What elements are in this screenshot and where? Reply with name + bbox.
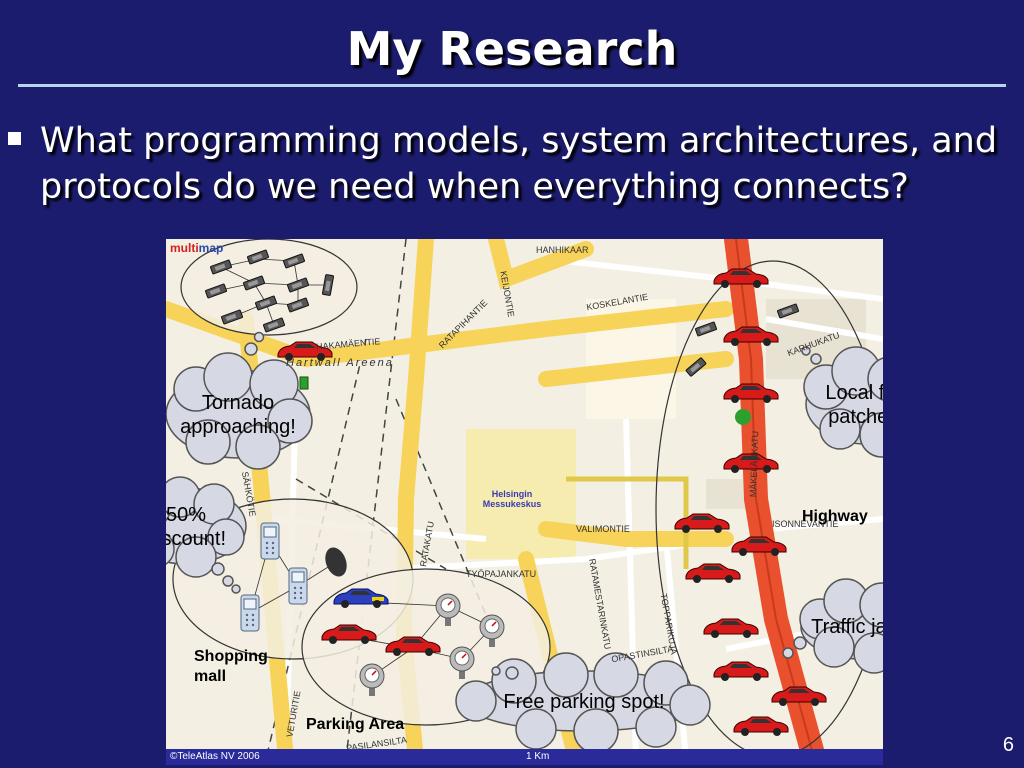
city-map: multimap Hartwall Areena Helsingin Messu… xyxy=(166,239,883,765)
parking-message: Free parking spot! xyxy=(503,691,665,713)
tornado-message: Tornado approaching! xyxy=(180,392,296,438)
street-label: TYÖPAJANKATU xyxy=(466,569,537,579)
map-copyright: ©TeleAtlas NV 2006 xyxy=(170,751,260,762)
parking-area-label: Parking Area xyxy=(306,716,405,733)
traffic-message: Traffic jam! xyxy=(811,616,883,638)
shopping-mall-label: Shopping mall xyxy=(194,648,268,685)
title-divider xyxy=(18,84,1006,87)
bullet-square-icon xyxy=(8,132,21,145)
map-footer xyxy=(166,749,883,765)
map-scale: 1 Km xyxy=(526,751,550,762)
map-graphics xyxy=(166,239,883,765)
discount-message: 50% discount! xyxy=(166,504,227,550)
fog-message: Local fog patches! xyxy=(825,382,883,428)
bullet-text: What programming models, system architec… xyxy=(40,121,998,207)
arena-label: Hartwall Areena xyxy=(286,357,394,369)
street-label: ISONNEVANTIE xyxy=(772,519,839,529)
street-label: VALIMONTIE xyxy=(576,524,630,534)
slide-title: My Research xyxy=(346,22,678,76)
thought-cloud-icon xyxy=(166,331,883,754)
slide-number: 6 xyxy=(1002,734,1014,756)
highway-label: Highway xyxy=(802,508,868,525)
map-logo: multimap xyxy=(170,241,224,255)
messukeskus-label: Helsingin Messukeskus xyxy=(482,489,542,509)
street-label: HANHIKAAR xyxy=(536,245,589,255)
